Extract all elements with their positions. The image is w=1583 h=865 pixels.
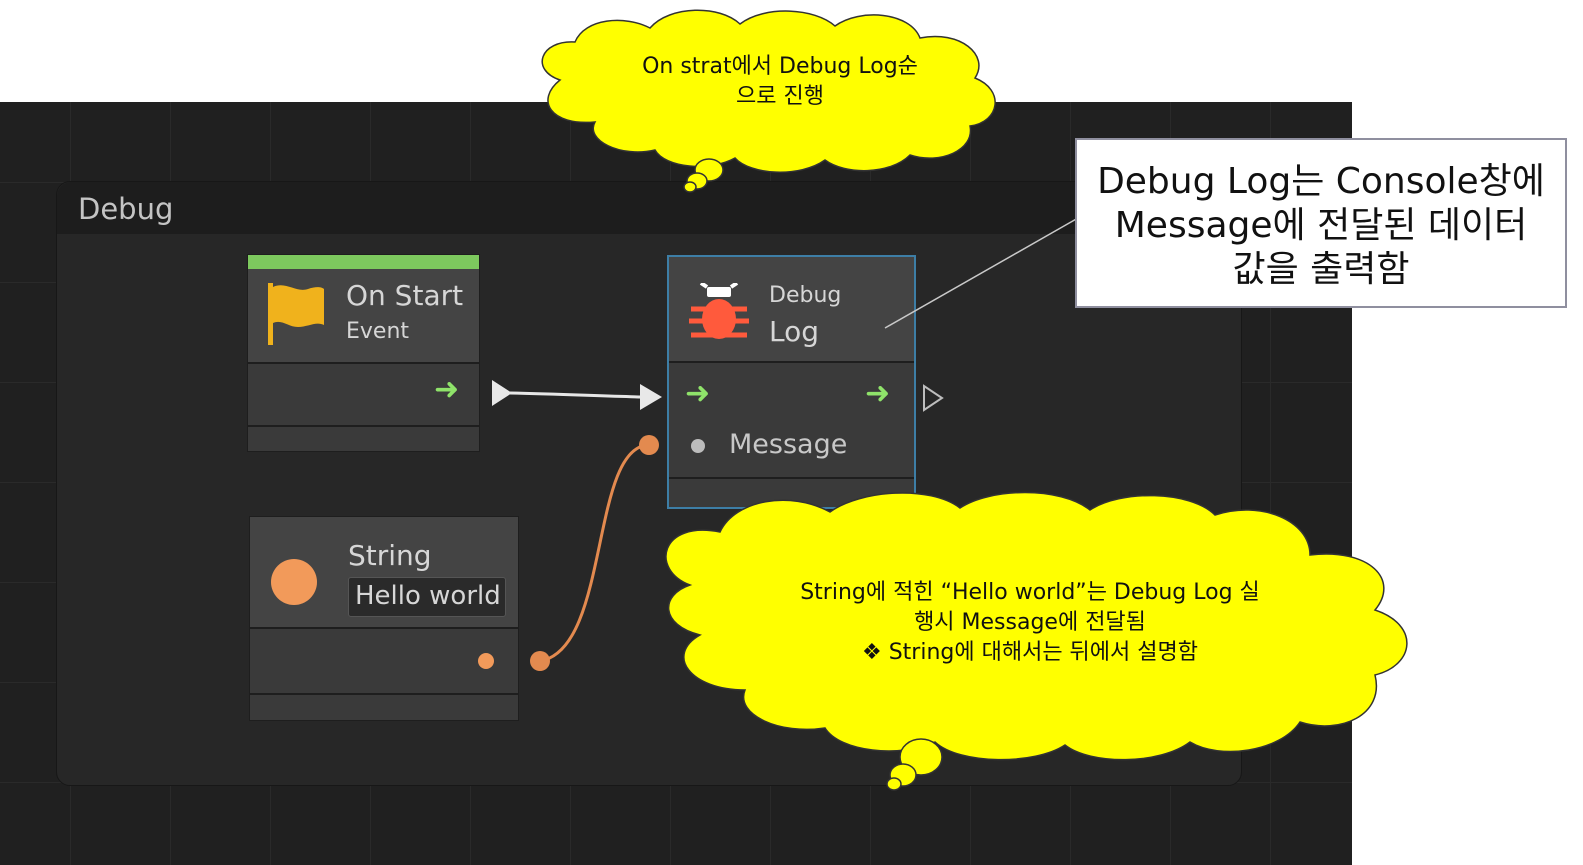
top-callout-text: On strat에서 Debug Log순 으로 진행 [560, 52, 1000, 112]
data-wire-start [530, 651, 550, 671]
flow-input-port-icon[interactable]: ➜ [685, 376, 711, 411]
data-wire[interactable] [539, 443, 649, 663]
string-value-text: Hello world [355, 581, 501, 611]
top-callout-line2: 으로 진행 [736, 84, 824, 109]
string-output-port[interactable] [478, 653, 494, 669]
box-line1: Debug Log는 Console창에 [1097, 161, 1545, 202]
bottom-cloud-callout [665, 491, 1408, 791]
flow-output-port-icon[interactable]: ➜ [865, 376, 891, 411]
node-title: String [348, 539, 432, 572]
top-cloud-callout [541, 9, 996, 193]
node-title: Log [769, 315, 820, 348]
flow-wire-start [492, 380, 512, 406]
node-title: On Start [346, 279, 464, 312]
explanation-box: Debug Log는 Console창에 Message에 전달된 데이터 값을… [1075, 138, 1567, 308]
string-node[interactable]: String Hello world [249, 516, 519, 721]
node-separator [248, 425, 479, 427]
node-separator [669, 477, 914, 479]
string-value-field[interactable]: Hello world [348, 577, 506, 617]
flow-wire-end [640, 384, 662, 410]
node-separator [250, 627, 518, 629]
on-start-node[interactable]: On Start Event ➜ [247, 254, 480, 452]
event-accent-bar [248, 255, 479, 269]
node-category: Debug [769, 283, 842, 308]
group-header[interactable]: Debug [57, 182, 1241, 234]
box-line3: 값을 출력함 [1232, 249, 1410, 290]
node-separator [669, 361, 914, 363]
node-separator [248, 362, 479, 364]
bottom-callout-line3: ❖ String에 대해서는 뒤에서 설명함 [862, 640, 1198, 665]
bottom-callout-line2: 행시 Message에 전달됨 [914, 610, 1146, 635]
message-port-label: Message [729, 429, 848, 460]
flag-icon [268, 283, 324, 345]
message-port-dot[interactable] [691, 439, 705, 453]
box-line2: Message에 전달된 데이터 [1114, 205, 1528, 246]
flow-out-triangle-icon[interactable] [923, 384, 944, 412]
node-separator [250, 693, 518, 695]
flow-wire[interactable] [509, 391, 643, 399]
bottom-callout-line1: String에 적힌 “Hello world”는 Debug Log 실 [800, 580, 1260, 605]
bottom-callout-text: String에 적힌 “Hello world”는 Debug Log 실 행시… [730, 578, 1330, 668]
data-wire-end [639, 435, 659, 455]
box-leader-line [884, 217, 1079, 329]
group-title: Debug [78, 192, 174, 226]
flow-output-port-icon[interactable]: ➜ [434, 372, 460, 407]
bug-icon [689, 283, 749, 339]
top-callout-line1: On strat에서 Debug Log순 [642, 54, 918, 79]
string-type-icon [271, 559, 317, 605]
node-subtitle: Event [346, 319, 410, 344]
